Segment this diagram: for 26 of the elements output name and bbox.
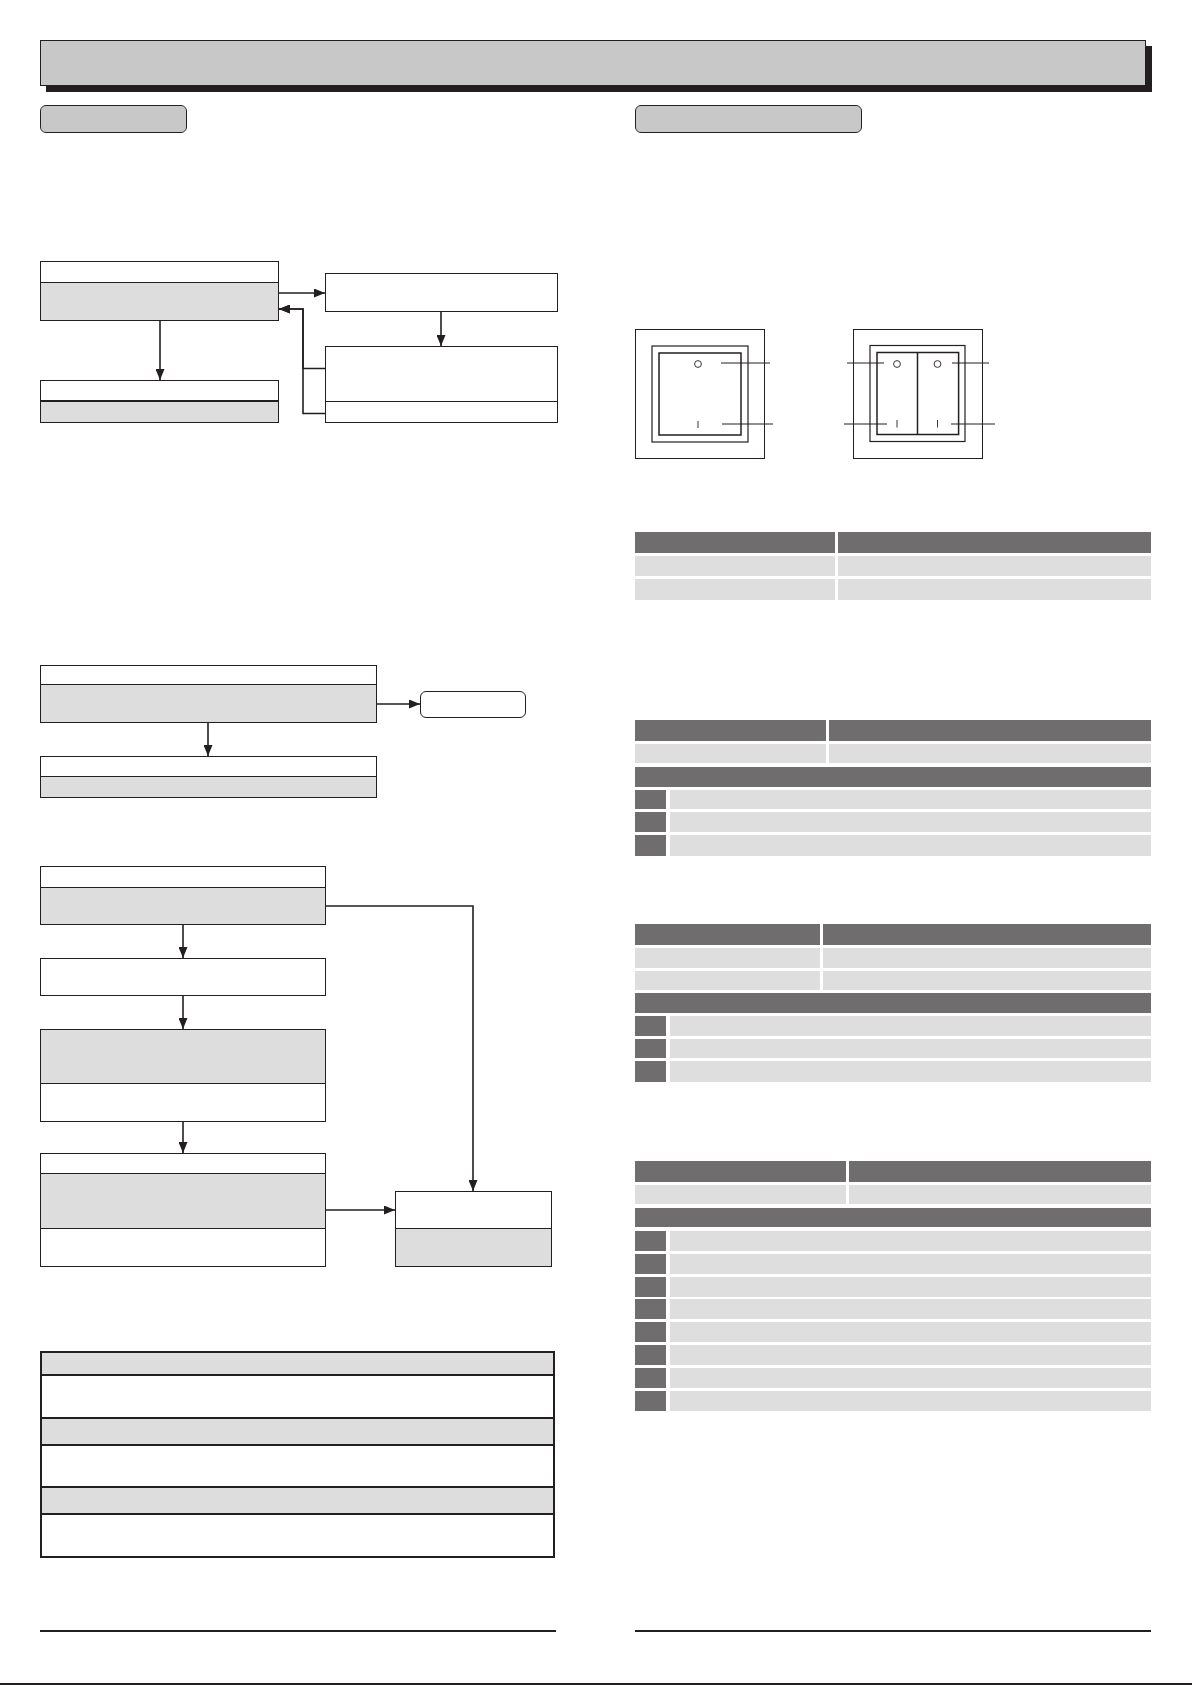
process-box [40,665,377,723]
process-box [40,756,377,798]
arrow [325,905,478,1192]
arrow [155,320,165,381]
arrow [203,722,213,757]
arrow [436,311,446,347]
process-box [40,1153,326,1267]
process-box [40,958,326,996]
heading-tab [635,105,862,133]
heading-tab [40,105,187,133]
process-box [40,1029,326,1122]
rounded-box [420,691,526,718]
arrow [278,304,326,415]
arrow [178,1121,188,1154]
arrow [178,924,188,959]
process-box [40,380,279,423]
arrow [376,699,421,709]
process-box [325,346,558,403]
arrow [325,1205,396,1215]
process-box [325,273,558,312]
process-box [40,261,279,321]
arrow [178,995,188,1030]
process-box [40,866,326,925]
process-box [395,1191,552,1267]
process-box [325,401,558,423]
arrow [278,288,326,298]
